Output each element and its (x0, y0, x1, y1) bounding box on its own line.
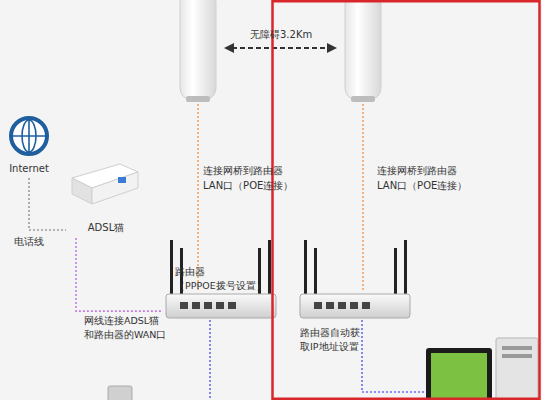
pc-tower (496, 338, 538, 400)
highlight-frame (273, 1, 540, 399)
annotation-label: 连接网桥到路由器 LAN口（POE连接） (203, 164, 303, 193)
annotation-label: 无障碍3.2Km (250, 28, 320, 43)
router-port (338, 302, 346, 309)
bridge-base (351, 96, 375, 102)
device-node: 路由器 （PPPOE拨号设置） (163, 238, 281, 324)
bridge-device (345, 0, 381, 100)
router-port (204, 302, 212, 309)
monitor-frame (426, 348, 492, 400)
modem-front (92, 172, 138, 204)
router-port (228, 302, 236, 309)
router-antenna (314, 248, 317, 296)
router-port (192, 302, 200, 309)
router-port (314, 302, 322, 309)
poe-cable (197, 104, 199, 292)
arrow-head (327, 43, 337, 53)
router-antenna (304, 240, 307, 296)
modem-side (72, 178, 92, 204)
router-port (362, 302, 370, 309)
device-node: Internet (4, 112, 54, 178)
partial-device (108, 386, 132, 400)
arrow-head (224, 43, 234, 53)
edge-label: 电话线 (14, 235, 64, 250)
device-node: ADSL猫 (66, 158, 144, 238)
router-antenna (170, 240, 173, 296)
router-antenna (404, 240, 407, 296)
pc-drive (502, 354, 532, 358)
device-label: 路由器自动获 取IP地址设置 (300, 326, 372, 354)
globe-icon (11, 118, 47, 154)
modem-port (118, 177, 126, 183)
cable-connector (29, 178, 66, 230)
bridge-device (180, 0, 216, 100)
pc-drive (502, 346, 532, 350)
router-body (300, 294, 410, 318)
lan-cable (209, 320, 211, 400)
router-antenna (394, 248, 397, 296)
monitor-screen (431, 353, 487, 400)
router-port (350, 302, 358, 309)
edge-label: 网线连接ADSL猫 和路由器的WAN口 (84, 314, 174, 342)
device-label: ADSL猫 (76, 221, 136, 236)
router-body (166, 294, 276, 318)
router-port (180, 302, 188, 309)
cable-connector (76, 238, 163, 311)
device-node: 路由器自动获 取IP地址设置 (298, 238, 412, 362)
lan-cable (362, 320, 428, 392)
annotation-label: 连接网桥到路由器 LAN口（POE连接） (377, 164, 477, 193)
wireless-link (232, 47, 329, 49)
router-port (216, 302, 224, 309)
device-label: Internet (4, 162, 54, 177)
router-port (326, 302, 334, 309)
bridge-base (186, 96, 210, 102)
globe-axis (28, 119, 30, 153)
router-antenna (268, 240, 271, 296)
device-label: 路由器 （PPPOE拨号设置） (175, 265, 267, 293)
poe-cable (362, 104, 364, 292)
